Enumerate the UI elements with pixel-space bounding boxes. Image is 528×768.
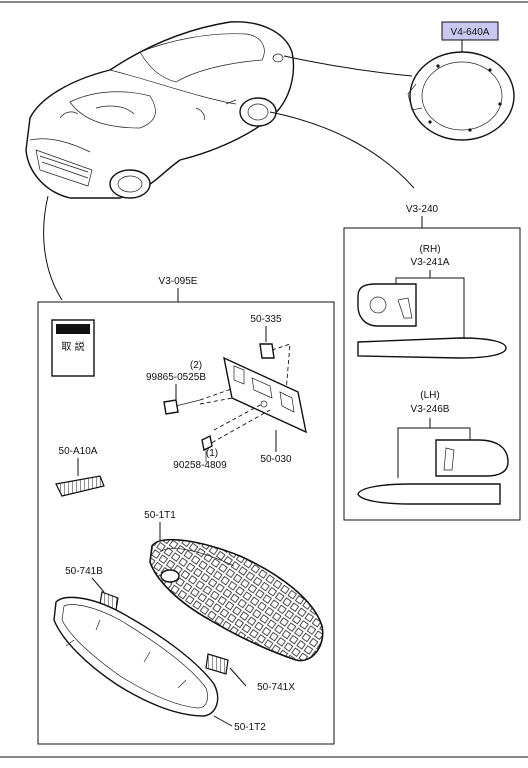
fuel-lid-part — [407, 51, 515, 141]
bolt-code-label[interactable]: 99865-0525B — [146, 372, 206, 383]
part-50-335-label[interactable]: 50-335 — [250, 314, 282, 325]
garnish-lh-side: (LH) — [420, 390, 439, 401]
frame-code-label[interactable]: 50-1T2 — [234, 722, 266, 733]
grille-frame-part — [53, 596, 219, 717]
part-50-741x-label[interactable]: 50-741X — [257, 682, 295, 693]
manual-booklet[interactable]: 取 説 — [51, 319, 95, 377]
part-50-741b-label[interactable]: 50-741B — [65, 566, 103, 577]
part-50-741b-leader — [91, 577, 105, 593]
garnish-group-box — [343, 227, 521, 521]
bolt-qty-label: (2) — [190, 360, 202, 371]
garnish-rh-code[interactable]: V3-241A — [411, 257, 450, 268]
garnish-lh-part — [357, 439, 509, 505]
fuel-lid-callout-box[interactable] — [441, 21, 499, 41]
bumper-connector — [43, 195, 63, 301]
bolt-icon — [163, 399, 201, 415]
front-grille-part — [149, 538, 324, 662]
manual-label: 取 説 — [61, 340, 84, 353]
garnish-lh-code[interactable]: V3-246B — [411, 404, 450, 415]
screw-qty-label: (1) — [206, 448, 218, 459]
nut-icon — [259, 343, 275, 359]
bumper-group-label[interactable]: V3-095E — [159, 276, 198, 287]
garnish-group-label[interactable]: V3-240 — [406, 204, 439, 215]
frame-leader — [213, 715, 233, 727]
license-bracket — [223, 356, 307, 434]
car-illustration — [25, 21, 295, 199]
clip-741x-part — [205, 653, 229, 675]
clip-a10a-part — [55, 475, 105, 497]
part-50-741x-leader — [229, 667, 247, 687]
grille-code-label[interactable]: 50-1T1 — [144, 510, 176, 521]
nut-dashed-line — [271, 343, 291, 393]
bumper-group-box — [37, 301, 335, 745]
fuel-lid-connector — [283, 55, 413, 77]
screw-dashed-line — [205, 403, 271, 447]
garnish-rh-side: (RH) — [419, 244, 440, 255]
screw-code-label[interactable]: 90258-4809 — [173, 460, 227, 471]
screw-icon — [201, 434, 213, 462]
bracket-code-label[interactable]: 50-030 — [260, 454, 292, 465]
garnish-rh-part — [357, 283, 507, 359]
fuel-lid-callout[interactable]: V4-640A — [451, 27, 490, 38]
garnish-connector — [269, 111, 415, 189]
part-50-a10a-label[interactable]: 50-A10A — [59, 446, 98, 457]
garnish-lh-leader — [397, 418, 471, 478]
